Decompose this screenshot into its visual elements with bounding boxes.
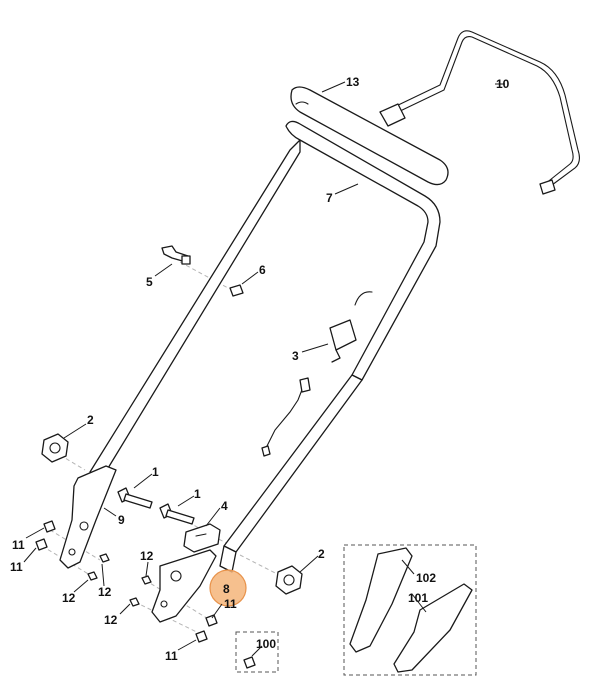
label-12-b: 12 — [98, 585, 112, 599]
label-100: 100 — [256, 637, 276, 651]
label-13: 13 — [346, 75, 360, 89]
cable-clip-part — [161, 245, 191, 265]
part-labels: 13 10 7 5 6 3 2 1 1 9 4 11 11 12 12 12 1… — [10, 75, 510, 663]
leader-lines — [23, 81, 505, 657]
label-1-lower: 1 — [194, 487, 201, 501]
label-101: 101 — [408, 591, 428, 605]
grip-bar-part — [290, 86, 449, 186]
handle-knob-left-part — [41, 433, 69, 463]
label-11-b: 11 — [10, 560, 23, 574]
nut-12b-part — [87, 571, 98, 581]
label-9: 9 — [118, 513, 125, 527]
lower-handle-right-part — [219, 374, 363, 573]
bracket-101-part — [393, 583, 473, 673]
small-bolt-11c-part — [205, 614, 218, 627]
bail-lever-part — [379, 30, 581, 195]
label-4: 4 — [221, 499, 228, 513]
nut-12c-part — [141, 575, 152, 585]
label-11-a: 11 — [12, 538, 25, 552]
label-12-c: 12 — [62, 591, 76, 605]
small-bolt-11d-part — [195, 630, 208, 643]
label-2-left: 2 — [87, 413, 94, 427]
label-5: 5 — [146, 275, 153, 289]
small-bolt-11a-part — [43, 520, 56, 533]
label-11-c: 11 — [224, 597, 237, 611]
nut-12a-part — [99, 553, 110, 563]
label-102: 102 — [416, 571, 436, 585]
bracket-clip-part — [183, 523, 221, 553]
bolt-a-part — [117, 487, 153, 509]
label-1-upper: 1 — [152, 465, 159, 479]
label-8: 8 — [223, 582, 230, 596]
label-2-right: 2 — [318, 547, 325, 561]
right-bracket-part — [151, 549, 217, 623]
bolt-b-part — [159, 503, 195, 525]
kit-101-102-box — [343, 544, 477, 676]
label-12-a: 12 — [140, 549, 154, 563]
label-6: 6 — [259, 263, 266, 277]
bracket-102-part — [349, 547, 413, 653]
upper-handle-part — [89, 120, 441, 479]
highlight-marker[interactable] — [209, 569, 247, 607]
label-12-d: 12 — [104, 613, 118, 627]
plug-part — [229, 284, 244, 297]
label-11-d: 11 — [165, 649, 178, 663]
cable-switch-part — [261, 291, 373, 457]
kit-100-box — [235, 631, 279, 673]
label-10: 10 — [496, 77, 510, 91]
nut-12d-part — [129, 597, 140, 607]
label-3: 3 — [292, 349, 299, 363]
left-bracket-part — [59, 465, 117, 569]
small-bolt-11b-part — [35, 538, 48, 551]
handle-knob-right-part — [275, 565, 303, 595]
label-7: 7 — [326, 191, 333, 205]
